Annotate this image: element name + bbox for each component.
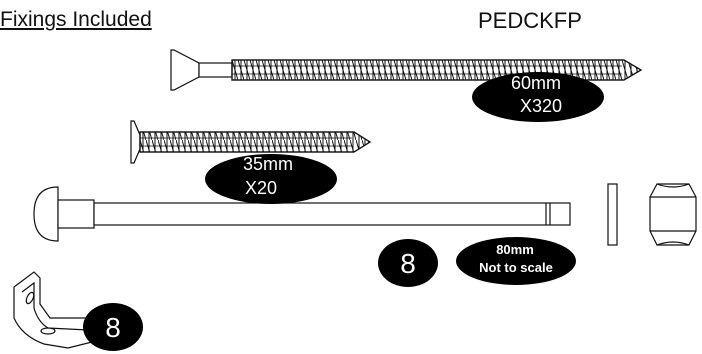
angle-bracket-icon <box>13 271 93 349</box>
coach-bolt-icon <box>33 186 571 242</box>
long-screw-length: 60mm <box>511 73 561 93</box>
bolt-size-label: 80mm Not to scale <box>456 237 576 285</box>
short-screw-qty: X20 <box>245 178 277 198</box>
product-code: PEDCKFP <box>478 8 582 33</box>
fixings-title: Fixings Included <box>0 8 152 31</box>
short-screw-length: 35mm <box>243 154 293 174</box>
bracket-qty-badge: 8 <box>83 303 143 351</box>
bracket-qty: 8 <box>105 312 121 343</box>
short-screw-label: 35mm X20 <box>205 154 337 204</box>
hex-nut-icon <box>649 183 697 246</box>
long-screw-qty: X320 <box>520 96 562 116</box>
long-screw-label: 60mm X320 <box>472 72 604 122</box>
bolt-length: 80mm <box>496 242 534 257</box>
bolt-qty-badge: 8 <box>378 239 438 287</box>
bolt-qty: 8 <box>400 248 416 279</box>
washer-icon <box>607 183 618 246</box>
bolt-scale-note: Not to scale <box>479 260 553 275</box>
short-screw-icon <box>130 120 372 164</box>
